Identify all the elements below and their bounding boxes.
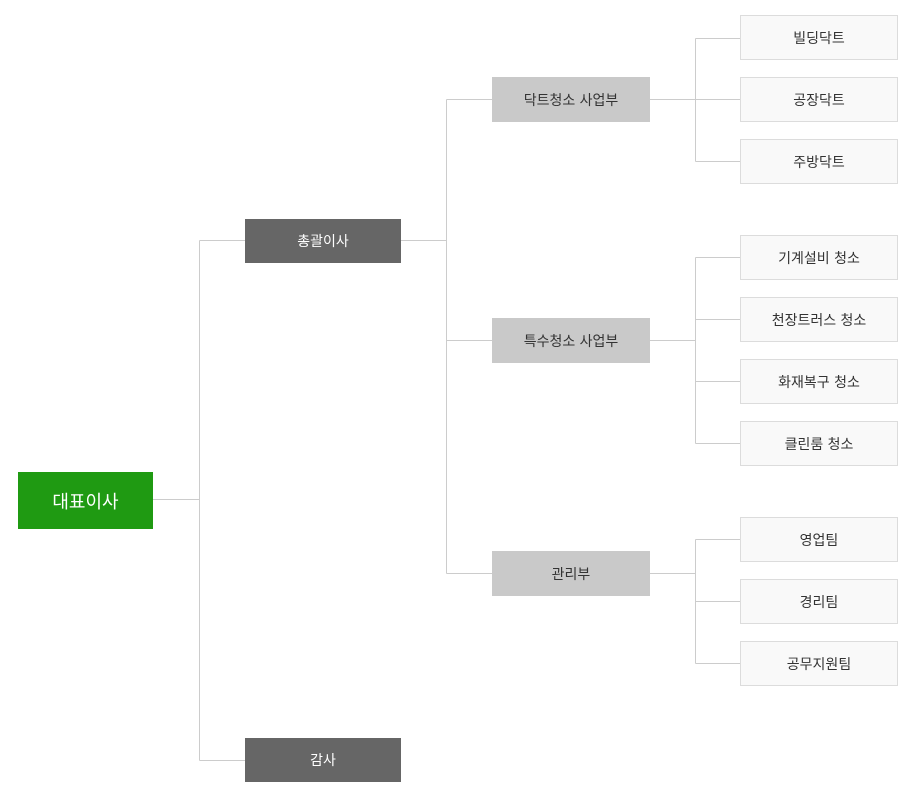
- team-node: 공무지원팀: [740, 641, 898, 686]
- auditor-node: 감사: [245, 738, 401, 782]
- team-label: 공장닥트: [793, 92, 845, 109]
- team-node: 천장트러스 청소: [740, 297, 898, 342]
- team-node: 클린룸 청소: [740, 421, 898, 466]
- team-label: 천장트러스 청소: [771, 312, 867, 329]
- team-label: 주방닥트: [793, 154, 845, 171]
- team-label: 화재복구 청소: [778, 374, 860, 391]
- team-label: 빌딩닥트: [793, 30, 845, 47]
- team-node: 기계설비 청소: [740, 235, 898, 280]
- team-node: 화재복구 청소: [740, 359, 898, 404]
- general-director-node: 총괄이사: [245, 219, 401, 263]
- department-node-management: 관리부: [492, 551, 650, 596]
- team-label: 공무지원팀: [786, 656, 852, 673]
- department-label: 관리부: [551, 566, 591, 583]
- department-label: 특수청소 사업부: [523, 333, 619, 350]
- team-node: 주방닥트: [740, 139, 898, 184]
- team-label: 영업팀: [799, 532, 839, 549]
- department-label: 닥트청소 사업부: [523, 92, 619, 109]
- team-node: 빌딩닥트: [740, 15, 898, 60]
- team-node: 영업팀: [740, 517, 898, 562]
- team-node: 경리팀: [740, 579, 898, 624]
- ceo-label: 대표이사: [52, 491, 119, 513]
- department-node-duct: 닥트청소 사업부: [492, 77, 650, 122]
- ceo-node: 대표이사: [18, 472, 153, 529]
- team-node: 공장닥트: [740, 77, 898, 122]
- team-label: 기계설비 청소: [778, 250, 860, 267]
- auditor-label: 감사: [310, 753, 336, 769]
- team-label: 경리팀: [799, 594, 839, 611]
- department-node-special: 특수청소 사업부: [492, 318, 650, 363]
- team-label: 클린룸 청소: [784, 436, 854, 453]
- general-director-label: 총괄이사: [297, 234, 349, 250]
